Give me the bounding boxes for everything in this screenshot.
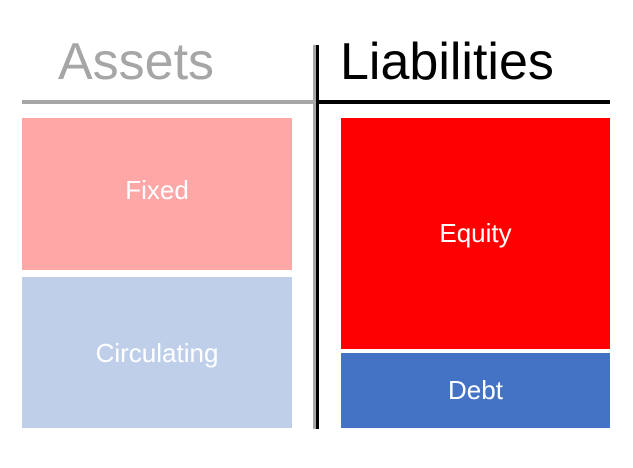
vertical-divider-shadow	[313, 45, 316, 429]
circulating-assets-label: Circulating	[95, 338, 219, 368]
fixed-assets-box: Fixed	[22, 118, 292, 270]
equity-label: Equity	[439, 218, 512, 248]
fixed-assets-label: Fixed	[125, 174, 189, 205]
liabilities-underline	[316, 100, 610, 104]
liabilities-heading: Liabilities	[340, 33, 554, 91]
vertical-divider	[316, 45, 319, 429]
assets-underline	[22, 100, 316, 104]
equity-box: Equity	[341, 118, 610, 349]
debt-label: Debt	[448, 375, 503, 405]
debt-box: Debt	[341, 353, 610, 428]
assets-heading: Assets	[58, 33, 215, 91]
circulating-assets-box: Circulating	[22, 277, 292, 428]
